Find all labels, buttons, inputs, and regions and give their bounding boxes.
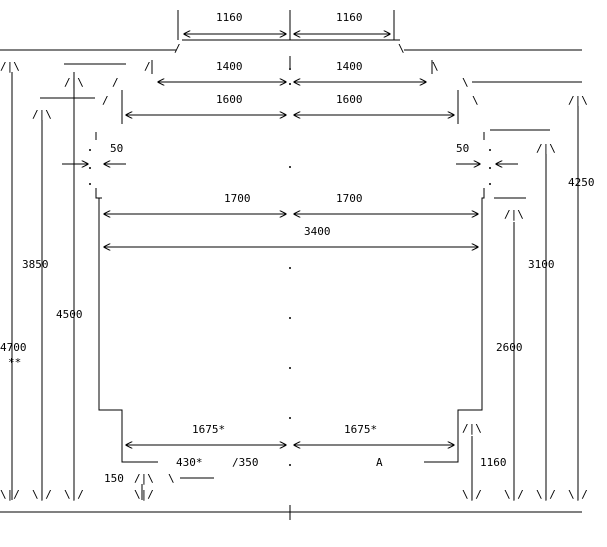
ascii-mark-10: / (102, 94, 109, 107)
label-150: 150 (104, 472, 124, 485)
ascii-mark-4: / (144, 60, 151, 73)
ascii-bottom-right-2: \|/ (504, 488, 524, 501)
label-1160-left: 1160 (216, 11, 243, 24)
ascii-mark-15: /|\ (462, 422, 482, 435)
label-50-right: 50 (456, 142, 469, 155)
ascii-bottom-right-4: \|/ (568, 488, 588, 501)
label-1600-left: 1600 (216, 93, 243, 106)
label-3850: 3850 (22, 258, 49, 271)
label-50-left: 50 (110, 142, 123, 155)
right-wall-profile (424, 188, 485, 463)
label-350: /350 (232, 456, 259, 469)
label-double-star: ** (8, 356, 21, 369)
ascii-mark-3: / (112, 76, 119, 89)
centre-axis-dots (289, 68, 291, 466)
ascii-mark-6: \ (398, 42, 405, 55)
wall-dot-marks (89, 149, 491, 185)
ascii-mark-13: /|\ (536, 142, 556, 155)
label-1700-left: 1700 (224, 192, 251, 205)
ascii-mark-9: /|\ (32, 108, 52, 121)
label-4500: 4500 (56, 308, 83, 321)
label-3400: 3400 (304, 225, 331, 238)
label-1675-left: 1675* (192, 423, 225, 436)
ascii-mark-14: /|\ (504, 208, 524, 221)
ascii-mark-7: \ (432, 60, 439, 73)
label-430: 430* (176, 456, 203, 469)
ascii-bottom-right-3: \|/ (536, 488, 556, 501)
label-4250: 4250 (568, 176, 595, 189)
label-1675-right: 1675* (344, 423, 377, 436)
label-3100: 3100 (528, 258, 555, 271)
ascii-bottom-left-1: \|/ (0, 488, 20, 501)
label-1160-right-height: 1160 (480, 456, 507, 469)
ascii-mark-16: /|\ (134, 472, 154, 485)
ascii-mark-18: \|/ (134, 488, 154, 501)
label-a: A (376, 456, 383, 469)
label-2600: 2600 (496, 341, 523, 354)
label-4700: 4700 (0, 341, 27, 354)
ascii-bottom-left-2: \|/ (32, 488, 52, 501)
ascii-mark-12: /|\ (568, 94, 588, 107)
left-wall-step (95, 188, 102, 199)
label-1400-right: 1400 (336, 60, 363, 73)
ascii-mark-5: / (174, 42, 181, 55)
ascii-mark-11: \ (472, 94, 479, 107)
ascii-mark-17: \ (168, 472, 175, 485)
left-wall-profile (98, 198, 158, 463)
label-1700-right: 1700 (336, 192, 363, 205)
ascii-bottom-left-3: \|/ (64, 488, 84, 501)
ascii-mark-2: /|\ (64, 76, 84, 89)
ascii-bottom-right-1: \|/ (462, 488, 482, 501)
ascii-mark-1: /|\ (0, 60, 20, 73)
label-1400-left: 1400 (216, 60, 243, 73)
ascii-mark-8: \ (462, 76, 469, 89)
label-1160-right: 1160 (336, 11, 363, 24)
label-1600-right: 1600 (336, 93, 363, 106)
